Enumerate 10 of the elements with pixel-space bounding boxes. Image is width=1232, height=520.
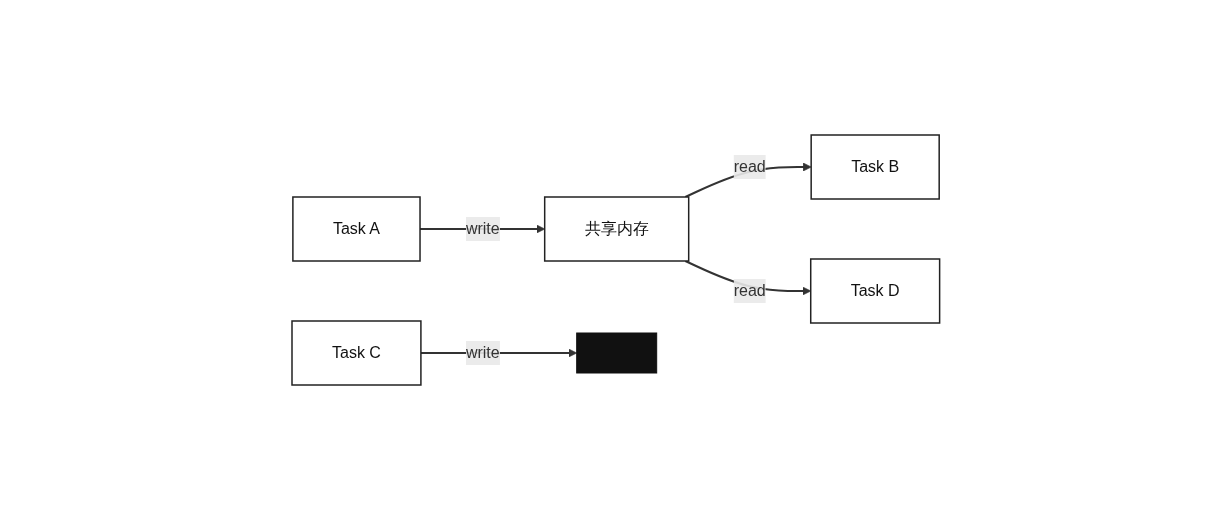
edge-label: write bbox=[466, 344, 500, 361]
node-box: Task A bbox=[292, 196, 421, 262]
edge-label: read bbox=[733, 158, 766, 175]
node-box: 共享内存 bbox=[544, 196, 690, 262]
edge-label: write bbox=[466, 220, 500, 237]
node-box: Task D bbox=[810, 258, 941, 324]
node-box: Task C bbox=[291, 320, 422, 386]
edge-label: read bbox=[733, 282, 766, 299]
node-box: Task B bbox=[810, 134, 941, 200]
node-bar bbox=[576, 332, 658, 374]
